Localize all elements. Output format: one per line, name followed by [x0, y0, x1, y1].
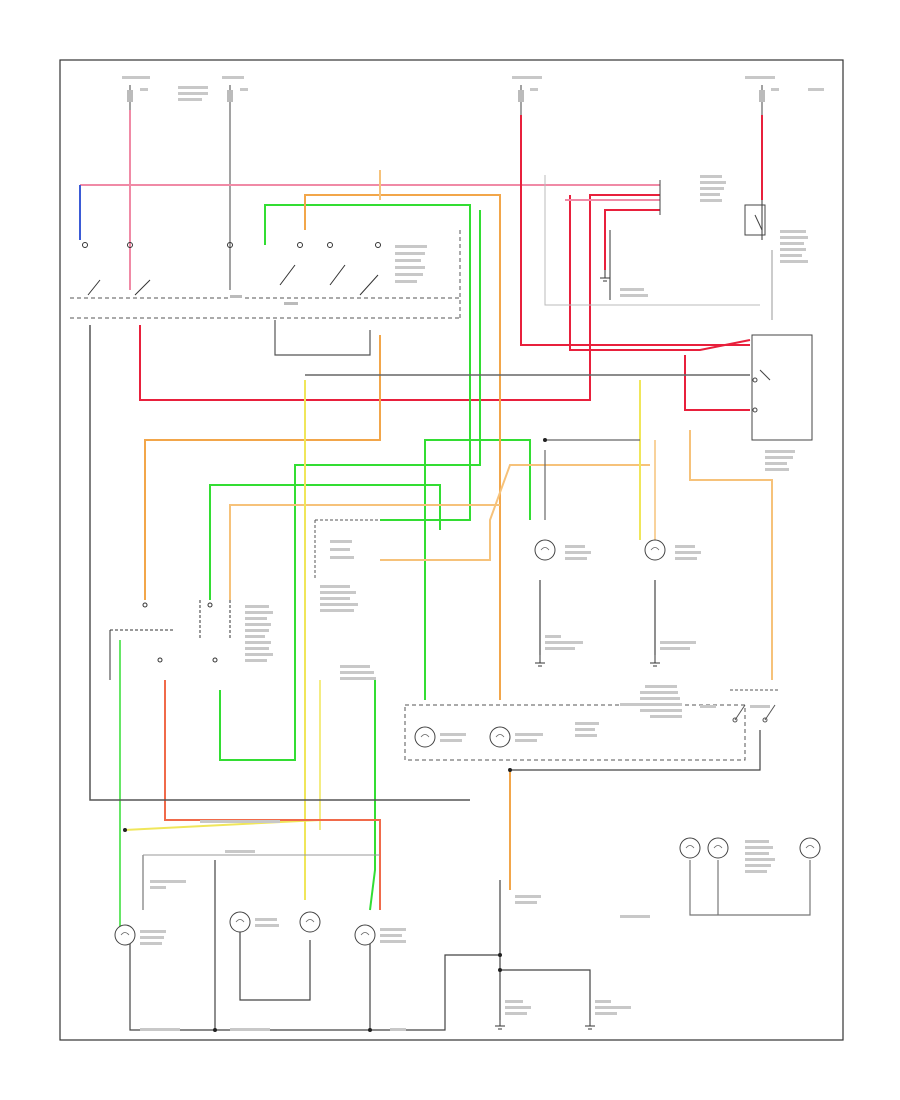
turn-signal-switch — [109, 600, 231, 680]
wire-orange-4 — [380, 464, 650, 561]
wire-red-3 — [569, 195, 751, 351]
wire-green-2 — [219, 210, 481, 761]
wire-gray-6 — [510, 730, 761, 771]
diagram-border — [59, 59, 844, 1041]
fuse-feeds — [129, 85, 763, 290]
headlight-switch-block — [70, 230, 461, 319]
wire-salmon — [164, 680, 381, 910]
wire-red-5 — [684, 355, 750, 411]
turn-signal-text — [245, 605, 273, 662]
wire-orange-3 — [229, 504, 500, 600]
switch-icon — [82, 242, 381, 296]
wire-gray-22 — [544, 175, 760, 306]
wire-green-5 — [369, 680, 376, 911]
wire-red-2 — [139, 194, 660, 401]
splice-dots — [123, 438, 547, 1032]
fuse-marks — [127, 90, 765, 102]
rear-lamp-text — [140, 820, 775, 1031]
wire-green-3 — [209, 484, 441, 600]
wire-gray-9 — [129, 940, 500, 1031]
meter-text — [440, 685, 770, 742]
wire-gray-13 — [689, 860, 811, 916]
combination-meter — [404, 689, 780, 761]
wire-yellow-2 — [124, 819, 321, 831]
wire-gray-8 — [500, 969, 591, 1020]
connector-icon — [659, 180, 813, 441]
wire-red-4 — [604, 209, 660, 270]
switch-text — [395, 245, 427, 283]
flasher-block — [314, 519, 380, 580]
connector-text — [620, 175, 808, 471]
wire-orange-1 — [144, 335, 381, 600]
lamp-text — [545, 545, 701, 650]
bulb-filaments — [120, 547, 815, 936]
wire-green-4 — [424, 439, 531, 700]
fuse-text-blocks — [122, 76, 824, 101]
wire-gray-11 — [239, 915, 311, 1001]
ground-icon — [495, 270, 660, 1030]
wire-orange-2 — [304, 194, 501, 700]
wire-red-1 — [520, 115, 750, 346]
wire-gray-3 — [274, 320, 371, 356]
wire-gray-main — [89, 325, 470, 801]
flasher-text — [320, 540, 376, 680]
bulb-icon — [114, 539, 821, 946]
wire-orange-6 — [689, 430, 773, 680]
